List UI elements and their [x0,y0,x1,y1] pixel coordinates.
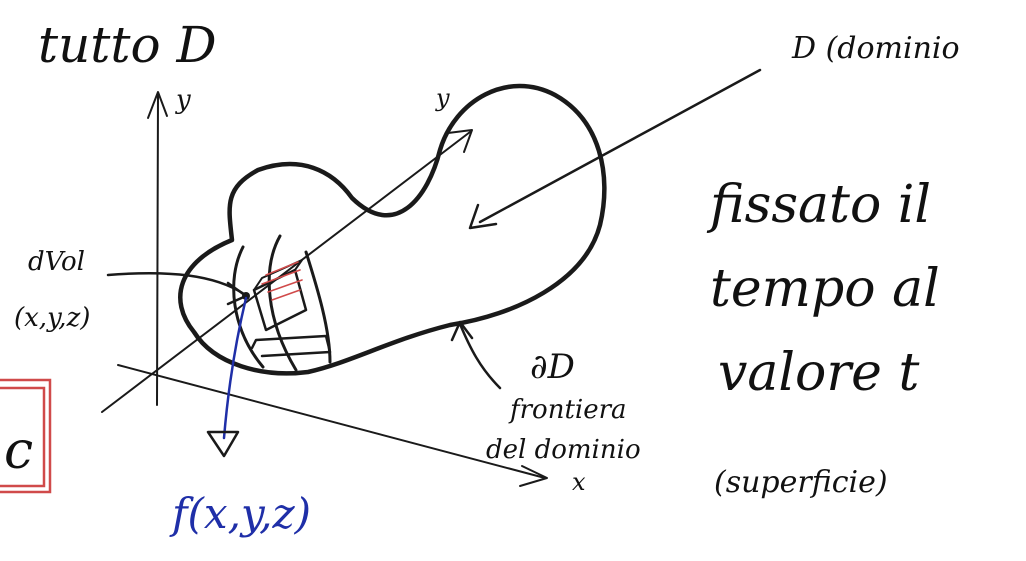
time-text-line-3: valore t [718,343,919,403]
domain-outline [178,83,607,376]
domain-label: D (dominio [791,31,960,66]
function-pointer-arrow [222,296,248,440]
boundary-surface: (superficie) [714,465,888,500]
front-face-curve-1 [232,245,265,369]
domain-region [178,83,607,376]
vertical-axis [156,94,159,406]
domain-pointer-arrow [478,68,762,224]
volume-point-label: (x,y,z) [14,303,90,333]
depth-axis-arrowhead [447,129,473,153]
box-letter: c [4,421,33,481]
boundary-pointer-arrow [458,322,502,390]
volume-pointer-arrow [106,271,246,296]
depth-axis [101,131,471,413]
pointer-arrows [106,68,762,458]
boundary-pointer-arrowhead [450,320,474,342]
time-text-line-1: fissato il [706,175,931,235]
function-label: f(x,y,z) [169,489,311,538]
front-face-curve-2 [267,234,298,372]
boundary-of-domain: del dominio [486,435,641,465]
function-pointer-arrowhead [206,430,240,458]
domain-pointer-arrowhead [468,203,498,230]
volume-element-hatch [261,261,303,301]
volume-pointer-arrowhead [226,281,248,306]
boxed-letter: c [0,378,52,494]
red-box [0,378,52,494]
horizontal-axis-arrowhead [519,465,548,487]
lower-slice-box [250,334,332,358]
coordinate-axes [101,91,548,487]
depth-axis-label: y [435,84,450,112]
labels: tutto D D (dominio y y dVol (x,y,z) fiss… [14,16,960,538]
boundary-symbol: ∂D [530,347,575,387]
horizontal-axis [117,364,546,479]
time-text-line-2: tempo al [710,259,940,319]
front-face-curve-3 [304,250,332,364]
vertical-axis-arrowhead [147,91,168,119]
volume-element-label: dVol [28,247,85,277]
heading-text: tutto D [38,16,217,74]
boundary-word: frontiera [508,395,627,425]
vertical-axis-label: y [175,85,191,115]
horizontal-axis-label: x [572,468,586,496]
